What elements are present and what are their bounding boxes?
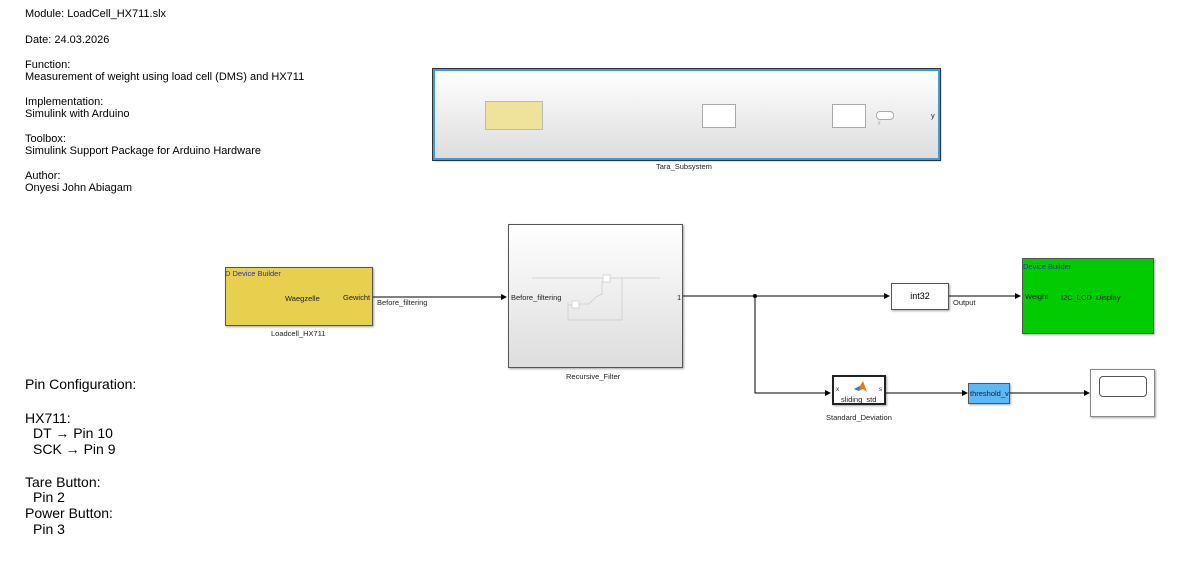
pins-tare-pin: Pin 2 — [33, 489, 65, 505]
standard-deviation-label: Standard_Deviation — [826, 413, 892, 422]
display-block[interactable] — [1090, 369, 1155, 417]
loadcell-header: D Device Builder — [225, 269, 281, 278]
date-text: Date: 24.03.2026 — [25, 34, 110, 46]
lcd-title: I2C_LCD_Display — [1061, 293, 1121, 302]
recursive-filter-label: Recursive_Filter — [566, 372, 621, 381]
implementation-label: Implementation: — [25, 96, 104, 108]
loadcell-title: Waegzelle — [285, 294, 320, 303]
display-screen — [1099, 376, 1147, 397]
tara-subsystem-label: Tara_Subsystem — [656, 162, 712, 171]
pins-tare: Tare Button: — [25, 474, 101, 490]
implementation-text: Simulink with Arduino — [25, 108, 130, 120]
pins-sck: SCK → Pin 9 — [33, 441, 116, 457]
threshold-label: threshold_va — [970, 389, 1010, 398]
tara-terminator-label: y — [878, 120, 881, 126]
tara-subsystem-block[interactable]: y y — [432, 68, 941, 161]
tara-inner-block — [832, 104, 866, 128]
pins-dt: DT → Pin 10 — [33, 425, 113, 441]
std-title: sliding_std — [841, 395, 877, 404]
lcd-display-block[interactable]: Device Builder Weight I2C_LCD_Display — [1022, 258, 1154, 334]
threshold-block[interactable]: threshold_va — [968, 383, 1010, 404]
tara-inner-block — [702, 104, 736, 128]
std-port-out: s — [879, 387, 882, 393]
tara-inner-source-block — [485, 101, 543, 130]
function-text: Measurement of weight using load cell (D… — [25, 71, 305, 83]
tara-port-out: y — [931, 111, 935, 120]
lcd-header: Device Builder — [1023, 262, 1072, 271]
pins-power-pin: Pin 3 — [33, 521, 65, 537]
loadcell-label: Loadcell_HX711 — [271, 329, 326, 338]
function-label: Function: — [25, 59, 71, 71]
loadcell-block[interactable]: D Device Builder Waegzelle Gewicht — [225, 267, 373, 326]
sliding-std-block[interactable]: x s sliding_std — [832, 375, 886, 405]
std-port-in: x — [836, 387, 839, 393]
pins-power: Power Button: — [25, 505, 113, 521]
signal-before-filtering[interactable]: Before_filtering — [377, 298, 428, 307]
toolbox-label: Toolbox: — [25, 133, 66, 145]
toolbox-text: Simulink Support Package for Arduino Har… — [25, 145, 262, 157]
loadcell-port-out: Gewicht — [343, 293, 371, 302]
pins-title: Pin Configuration: — [25, 376, 137, 392]
int32-conversion-block[interactable]: int32 — [891, 283, 949, 310]
signal-output[interactable]: Output — [953, 298, 976, 307]
tara-terminator — [876, 111, 894, 120]
author-label: Author: — [25, 170, 61, 182]
matlab-icon — [854, 381, 867, 392]
module-text: Module: LoadCell_HX711.slx — [25, 8, 167, 20]
author-text: Onyesi John Abiagam — [25, 182, 133, 194]
pins-hx711: HX711: — [25, 410, 71, 426]
lcd-port-in: Weight — [1025, 292, 1049, 301]
